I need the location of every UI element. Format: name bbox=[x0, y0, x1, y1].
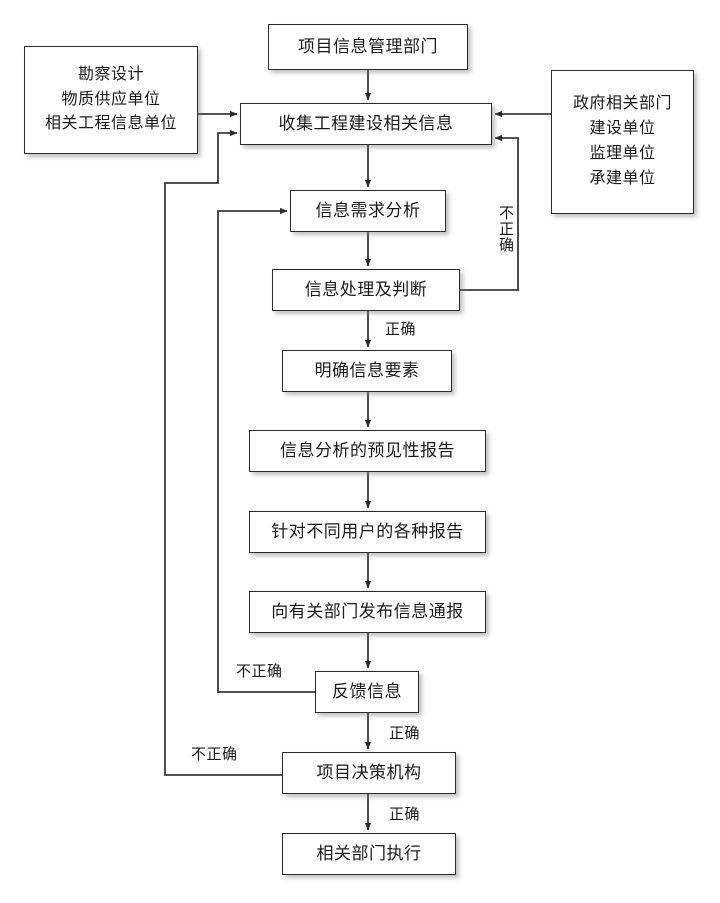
node-government-units[interactable]: 政府相关部门 建设单位 监理单位 承建单位 bbox=[551, 70, 694, 214]
node-label: 信息处理及判断 bbox=[304, 279, 428, 299]
edge-label-incorrect-feedback: 不正确 bbox=[236, 664, 283, 680]
node-label: 反馈信息 bbox=[332, 681, 402, 701]
node-clarify-elements[interactable]: 明确信息要素 bbox=[282, 350, 452, 392]
node-label: 相关部门执行 bbox=[316, 843, 422, 863]
node-label: 向有关部门发布信息通报 bbox=[271, 601, 464, 621]
node-collect-info[interactable]: 收集工程建设相关信息 bbox=[240, 103, 492, 145]
edge-label-correct-decision: 正确 bbox=[389, 807, 421, 823]
node-label: 建设单位 bbox=[589, 120, 656, 138]
node-label: 相关工程信息单位 bbox=[44, 115, 177, 133]
node-survey-design-units[interactable]: 勘察设计 物质供应单位 相关工程信息单位 bbox=[24, 46, 198, 154]
edge-label-correct-process: 正确 bbox=[385, 322, 417, 338]
node-label: 收集工程建设相关信息 bbox=[278, 113, 454, 133]
edge-label-correct-feedback: 正确 bbox=[389, 726, 421, 742]
node-label: 政府相关部门 bbox=[572, 95, 672, 113]
node-user-reports[interactable]: 针对不同用户的各种报告 bbox=[249, 511, 486, 553]
node-project-info-dept[interactable]: 项目信息管理部门 bbox=[268, 24, 468, 70]
edge-label-incorrect-right: 不正确 bbox=[497, 205, 513, 253]
node-label: 勘察设计 bbox=[77, 65, 144, 83]
node-demand-analysis[interactable]: 信息需求分析 bbox=[290, 190, 446, 232]
node-label: 信息分析的预见性报告 bbox=[280, 440, 455, 460]
edge-label-incorrect-decision: 不正确 bbox=[191, 747, 238, 763]
node-label: 物质供应单位 bbox=[61, 90, 161, 108]
node-publish-bulletin[interactable]: 向有关部门发布信息通报 bbox=[249, 591, 486, 633]
node-feedback-info[interactable]: 反馈信息 bbox=[315, 671, 419, 713]
node-label: 监理单位 bbox=[589, 145, 656, 162]
node-label: 承建单位 bbox=[589, 169, 656, 187]
node-process-judge[interactable]: 信息处理及判断 bbox=[272, 269, 460, 311]
node-label: 针对不同用户的各种报告 bbox=[271, 521, 464, 541]
node-label: 信息需求分析 bbox=[315, 200, 421, 220]
node-label: 明确信息要素 bbox=[314, 360, 420, 380]
node-label: 项目信息管理部门 bbox=[298, 36, 438, 56]
node-dept-execute[interactable]: 相关部门执行 bbox=[282, 833, 456, 875]
node-predictive-report[interactable]: 信息分析的预见性报告 bbox=[249, 430, 486, 472]
node-decision-body[interactable]: 项目决策机构 bbox=[282, 752, 456, 794]
node-label: 项目决策机构 bbox=[316, 762, 422, 782]
